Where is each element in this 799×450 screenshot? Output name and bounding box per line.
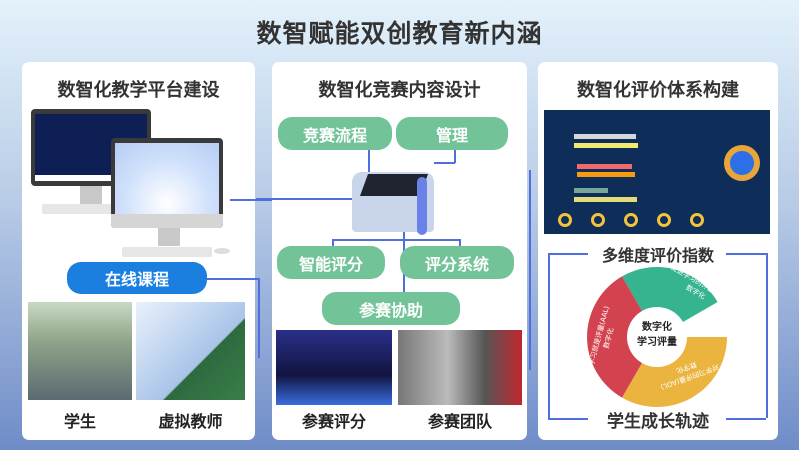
- ring-center-line1: 数字化: [642, 322, 672, 333]
- photo-virtual-teacher: [136, 302, 245, 400]
- panel-teaching-platform: 数智化教学平台建设 在线课程 学生 虚拟教师: [22, 62, 255, 440]
- node-management[interactable]: 管理: [396, 117, 508, 150]
- panel-heading: 数智化教学平台建设: [57, 80, 220, 101]
- page-title: 数智赋能双创教育新内涵: [256, 19, 543, 48]
- panel-evaluation-system: 数智化评价体系构建 多维度评价指数 数字化 学习评量 促进学习的评量(AFL)数…: [538, 62, 778, 440]
- ring-center-label: 数字化 学习评量: [627, 320, 687, 350]
- caption-competition-scoring: 参赛评分: [301, 412, 366, 431]
- monitor-platform: [111, 138, 223, 228]
- evaluation-dashboard-screenshot: [544, 110, 770, 234]
- node-smart-scoring[interactable]: 智能评分: [277, 246, 385, 279]
- panel-heading: 数智化竞赛内容设计: [318, 80, 481, 101]
- caption-virtual-teacher: 虚拟教师: [158, 412, 223, 431]
- segment-aal: [587, 276, 657, 398]
- node-competition-process[interactable]: 竞赛流程: [278, 117, 392, 150]
- panel-competition-design: 数智化竞赛内容设计 竞赛流程 管理 智能评分 评分系统 参赛协助 参赛评分 参赛…: [256, 62, 527, 440]
- node-scoring-system[interactable]: 评分系统: [400, 246, 514, 279]
- photo-students: [28, 302, 132, 400]
- assessment-ring-chart: [587, 267, 727, 407]
- photo-competition-team: [398, 330, 522, 405]
- photo-competition-scoring: [276, 330, 392, 405]
- growth-trajectory-label: 学生成长轨迹: [607, 412, 709, 432]
- online-course-button[interactable]: 在线课程: [67, 262, 207, 294]
- caption-competition-team: 参赛团队: [427, 412, 492, 431]
- node-participant-assistance[interactable]: 参赛协助: [322, 292, 460, 325]
- ring-center-line2: 学习评量: [637, 337, 677, 348]
- panel-heading: 数智化评价体系构建: [577, 80, 739, 101]
- index-title: 多维度评价指数: [601, 246, 714, 265]
- segment-afl: [622, 267, 718, 337]
- caption-students: 学生: [63, 412, 96, 431]
